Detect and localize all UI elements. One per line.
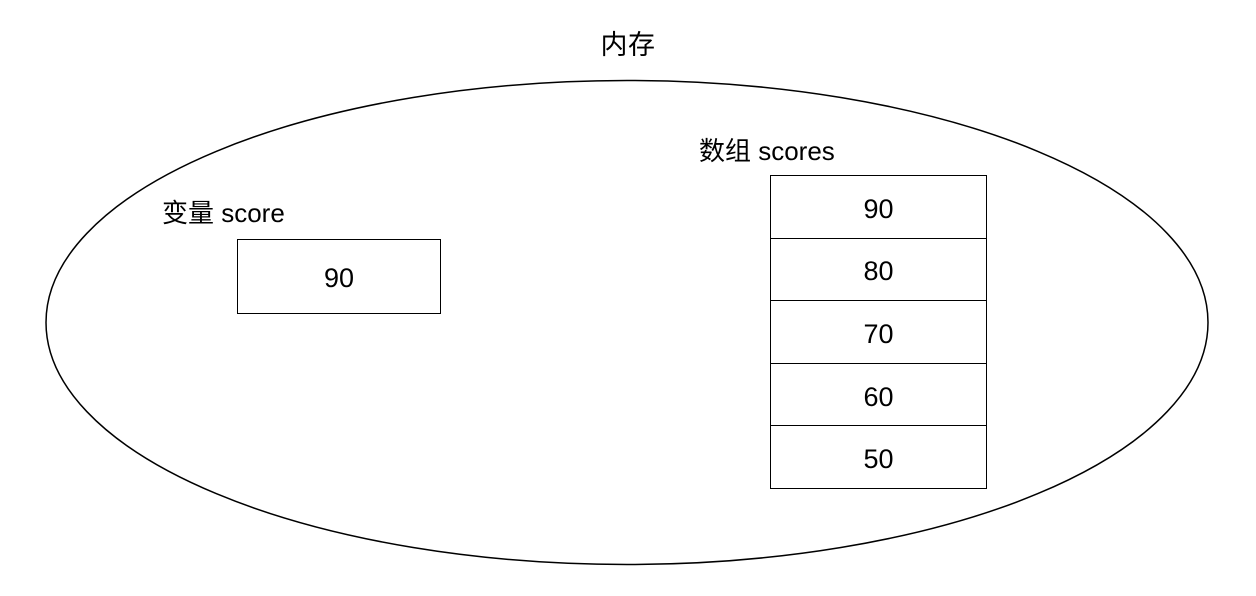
array-cell: 90 [771,176,986,239]
page-title: 内存 [600,30,656,60]
array-cell-value: 70 [863,318,894,349]
array-label: 数组 scores [699,136,835,166]
array-cell-value: 90 [863,193,894,224]
array-cell: 50 [771,426,986,488]
array-cell-value: 80 [863,256,894,287]
variable-value: 90 [323,262,355,293]
array-cell: 70 [771,301,986,364]
array-cell-value: 60 [863,381,894,412]
array-table: 90 80 70 60 50 [770,175,987,489]
memory-ellipse [45,79,1209,566]
array-cell: 60 [771,364,986,427]
variable-box: 90 [237,239,441,314]
array-cell-value: 50 [863,444,894,475]
array-cell: 80 [771,239,986,302]
variable-label: 变量 score [162,198,285,228]
